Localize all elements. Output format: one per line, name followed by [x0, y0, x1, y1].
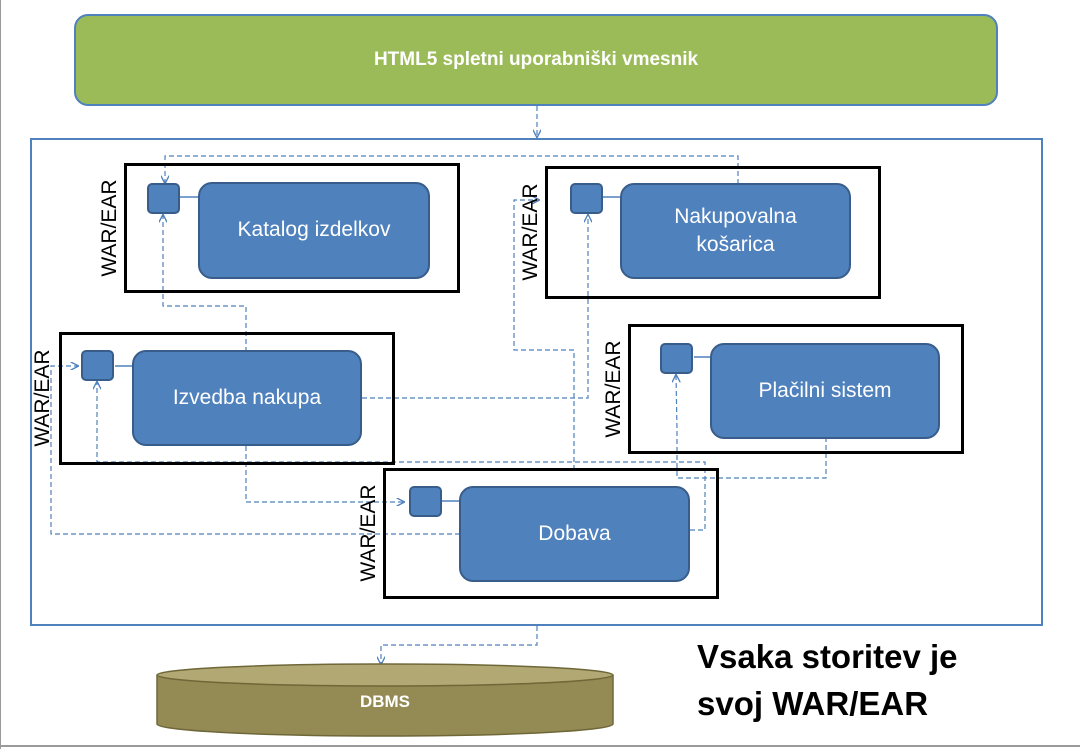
- service-dobava: Dobava: [459, 486, 690, 582]
- html5-ui-label: HTML5 spletni uporabniški vmesnik: [373, 49, 699, 70]
- caption-line2: svoj WAR/EAR: [697, 685, 929, 722]
- kosarica-port: [570, 183, 603, 214]
- dbms-label: DBMS: [359, 692, 411, 711]
- dobava-label: Dobava: [538, 521, 611, 545]
- container-to-dbms-line: [381, 626, 538, 664]
- war-ear-label-placilni: WAR/EAR: [602, 340, 625, 438]
- placilni-label: Plačilni sistem: [758, 378, 892, 402]
- katalog-port: [147, 183, 180, 214]
- caption-line1: Vsaka storitev je: [697, 638, 958, 675]
- service-nakupovalna-kosarica: Nakupovalna košarica: [620, 183, 851, 279]
- war-ear-label-izvedba: WAR/EAR: [31, 349, 54, 447]
- dbms-cylinder: DBMS: [156, 662, 614, 738]
- slide-caption: Vsaka storitev je svoj WAR/EAR: [697, 633, 1067, 727]
- kosarica-label: Nakupovalna košarica: [674, 203, 797, 260]
- war-ear-box-dobava: [383, 468, 719, 599]
- war-ear-box-izvedba: [59, 332, 395, 465]
- placilni-port: [660, 343, 693, 374]
- dobava-port: [409, 486, 442, 517]
- database-icon: [156, 663, 614, 737]
- kosarica-label-line2: košarica: [696, 233, 775, 256]
- service-katalog-izdelkov: Katalog izdelkov: [198, 182, 430, 279]
- war-ear-box-kosarica: [545, 166, 881, 299]
- service-izvedba-nakupa: Izvedba nakupa: [132, 350, 362, 446]
- service-placilni-sistem: Plačilni sistem: [710, 343, 940, 439]
- war-ear-label-katalog: WAR/EAR: [98, 179, 121, 277]
- war-ear-box-placilni: [628, 324, 964, 454]
- slide-border-bottom: [0, 745, 1080, 747]
- war-ear-label-kosarica: WAR/EAR: [519, 183, 542, 281]
- war-ear-box-katalog: [124, 163, 460, 293]
- izvedba-label: Izvedba nakupa: [172, 385, 322, 409]
- html5-ui-layer: HTML5 spletni uporabniški vmesnik: [74, 14, 998, 106]
- slide-border-left: [0, 0, 1, 749]
- kosarica-label-line1: Nakupovalna: [674, 204, 797, 228]
- katalog-label: Katalog izdelkov: [237, 218, 391, 242]
- war-ear-label-dobava: WAR/EAR: [357, 484, 380, 582]
- izvedba-port: [81, 350, 114, 381]
